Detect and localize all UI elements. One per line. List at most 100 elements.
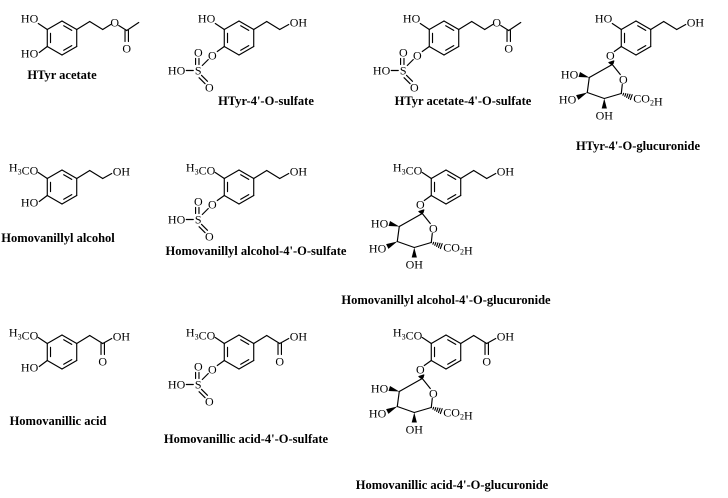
hydroxy-label: OH: [497, 165, 515, 179]
bond: [423, 359, 432, 367]
aromatic-double-bond: [447, 339, 457, 345]
stereo-hash-bond: [608, 60, 615, 64]
sulfonyl-oxygen-label: O: [205, 230, 214, 244]
sulfonyl-oxygen-label: O: [194, 46, 203, 60]
stereo-hash-bond: [436, 407, 439, 412]
carbonyl-oxygen-label: O: [482, 355, 491, 369]
ring-bond: [430, 169, 447, 180]
compound-name: Homovanillic acid: [10, 414, 107, 428]
ring-bond: [430, 334, 447, 345]
bond: [102, 23, 112, 31]
stereo-hash-bond: [437, 242, 441, 249]
bond: [102, 172, 113, 180]
bond: [214, 336, 225, 345]
bond: [279, 23, 290, 31]
ring-bond: [61, 334, 78, 345]
bond: [266, 169, 281, 180]
ring-bond: [620, 20, 637, 31]
bond: [650, 20, 665, 31]
aromatic-double-bond: [63, 194, 73, 200]
bond: [460, 334, 475, 345]
sulfur-label: S: [195, 378, 202, 392]
bond: [201, 207, 209, 216]
ring-bond: [46, 169, 63, 180]
bond: [37, 171, 48, 180]
bond: [76, 169, 91, 180]
bond: [76, 20, 91, 31]
bond: [473, 169, 488, 180]
ring-bond: [223, 20, 240, 31]
ether-oxygen-label: O: [208, 363, 217, 377]
hydroxy-label: HO: [198, 12, 216, 26]
compound-name: Homovanillic acid-4'-O-glucuronide: [356, 478, 549, 492]
aromatic-double-bond: [445, 25, 455, 31]
sulfonyl-double-bond: [405, 74, 414, 82]
bond: [421, 45, 430, 53]
aromatic-double-bond: [447, 194, 457, 200]
aromatic-double-bond: [637, 25, 647, 31]
hydroxy-label: OH: [406, 258, 424, 272]
hydroxy-label: HO: [168, 64, 186, 78]
bond: [214, 171, 225, 180]
sulfonyl-oxygen-label: O: [194, 195, 203, 209]
bond: [603, 92, 622, 100]
stereo-wedge-bond: [386, 241, 398, 249]
aromatic-double-bond: [63, 174, 73, 180]
methoxy-label: H3CO: [393, 326, 423, 343]
hydroxy-label: HO: [595, 12, 613, 26]
stereo-hash-bond: [434, 407, 437, 411]
aromatic-double-bond: [63, 25, 73, 31]
aromatic-double-bond: [63, 339, 73, 345]
ring-bond: [443, 45, 460, 56]
compound-name: HTyr-4'-O-glucuronide: [576, 139, 701, 153]
aromatic-double-bond: [63, 359, 73, 365]
ring-bond: [445, 359, 462, 370]
stereo-hash-bond: [622, 92, 625, 96]
ring-bond: [635, 20, 652, 31]
methoxy-label: H3CO: [186, 161, 216, 178]
bond: [201, 58, 209, 67]
ring-bond: [46, 359, 63, 370]
sulfur-label: S: [195, 64, 202, 78]
ring-bond: [620, 45, 637, 56]
bond: [620, 83, 623, 95]
bond: [253, 169, 268, 180]
ring-oxygen-label: O: [619, 73, 628, 87]
compound-name: Homovanillyl alcohol-4'-O-glucuronide: [341, 293, 551, 307]
bond: [413, 406, 432, 414]
stereo-hash-bond: [436, 242, 439, 247]
methoxy-label: H3CO: [393, 161, 423, 178]
bond: [430, 232, 433, 244]
sulfur-label: S: [195, 213, 202, 227]
ring-oxygen-label: O: [429, 387, 438, 401]
ring-bond: [223, 359, 240, 370]
bond: [473, 334, 488, 345]
bond: [586, 76, 590, 94]
ring-bond: [430, 359, 447, 370]
bond: [486, 172, 497, 180]
hydroxy-label: OH: [596, 109, 614, 123]
bond: [423, 194, 432, 202]
carbonyl-oxygen-label: O: [98, 355, 107, 369]
glycosidic-oxygen-label: O: [606, 49, 615, 63]
sulfonyl-oxygen-label: O: [194, 360, 203, 374]
stereo-wedge-bond: [388, 221, 400, 227]
stereo-hash-bond: [437, 407, 441, 414]
hydroxy-label: OH: [290, 16, 308, 30]
hydroxy-label: HO: [403, 12, 421, 26]
ring-bond: [443, 20, 460, 31]
hydroxy-label: HO: [168, 213, 186, 227]
stereo-hash-bond: [418, 374, 425, 378]
ring-bond: [46, 45, 63, 56]
aromatic-double-bond: [240, 359, 250, 365]
ring-bond: [430, 194, 447, 205]
aromatic-double-bond: [637, 45, 647, 51]
bond: [500, 24, 510, 32]
bond: [38, 194, 48, 203]
hydroxy-label: HO: [21, 47, 39, 61]
bond: [216, 45, 225, 53]
ring-bond: [223, 194, 240, 205]
